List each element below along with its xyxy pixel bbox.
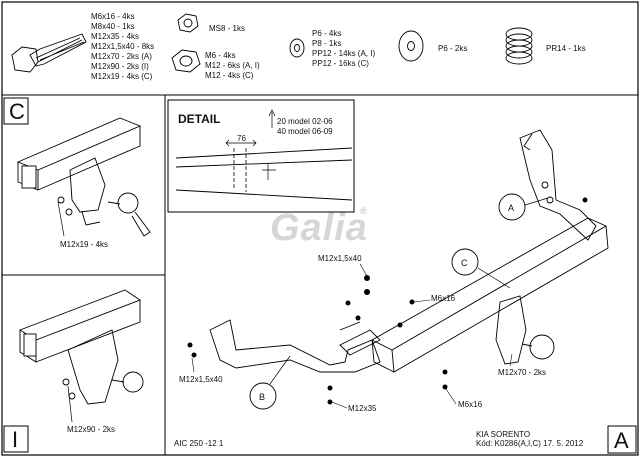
bolt-list-item: M12x19 - 4ks (C): [91, 72, 153, 81]
detail-hole-lines: [233, 148, 247, 192]
washer-large-drawing: [398, 30, 424, 62]
label-m12x1540-left: M12x1,5x40: [179, 375, 223, 384]
main-crossbar-drawing: [209, 129, 609, 373]
corner-box: [607, 425, 637, 454]
label-m12x70: M12x70 - 2ks: [498, 368, 546, 377]
nut-ms8-label: MS8 - 1ks: [209, 24, 245, 33]
washer-list-item: PP12 - 16ks (C): [312, 59, 369, 68]
nut-ms8-drawing: [177, 13, 199, 33]
corner-letter: A: [614, 428, 629, 453]
panel-i-hitch-drawing: [18, 289, 144, 405]
detail-model-1: 20 model 02-06: [277, 117, 333, 126]
bolt-list-item: M12x90 - 2ks (I): [91, 62, 149, 71]
callout-c: C: [461, 258, 468, 268]
panel-i-bolt-label: M12x90 - 2ks: [67, 425, 115, 434]
drawing-number: AIC 250 -12 1: [174, 439, 224, 448]
galia-logo: Galia: [270, 207, 368, 249]
bolt-drawing: [11, 33, 87, 73]
main-bolts-drawing: [187, 197, 588, 405]
callout-a: A: [508, 203, 514, 213]
nut-list-item: M6 - 4ks: [205, 51, 236, 60]
callout-a-circle: [498, 193, 526, 221]
galia-logo-mark: ®: [360, 206, 367, 216]
washer-list-item: P8 - 1ks: [312, 39, 341, 48]
label-m6x16-bottom: M6x16: [458, 400, 483, 409]
panel-c: C M12x19 - 4ks: [3, 97, 151, 249]
bolt-list-item: M12x70 - 2ks (A): [91, 52, 152, 61]
detail-model-2: 40 model 06-09: [277, 127, 333, 136]
callout-b: B: [259, 392, 265, 402]
detail-dimension: 76: [237, 134, 246, 143]
panel-i-letter: I: [12, 427, 18, 452]
callout-b-circle: [249, 382, 277, 410]
label-m12x35: M12x35: [348, 404, 377, 413]
detail-title: DETAIL: [178, 112, 220, 126]
label-m12x1540-top: M12x1,5x40: [318, 254, 362, 263]
washer-list-item: P6 - 4ks: [312, 29, 341, 38]
panel-i: I M12x90 - 2ks: [3, 289, 144, 453]
spring-pr14-label: PR14 - 1ks: [546, 44, 586, 53]
bolt-list-item: M6x16 - 4ks: [91, 12, 135, 21]
washer-list-item: PP12 - 14ks (A, I): [312, 49, 375, 58]
callout-c-circle: [451, 248, 479, 276]
panel-c-letter: C: [9, 99, 25, 124]
detail-box: DETAIL 76 20 model 02-06 40 model 06-09: [167, 99, 355, 213]
washer-small-drawing: [289, 38, 305, 58]
detail-dimension-arrows: [225, 139, 257, 147]
panel-c-hitch-drawing: [16, 117, 151, 237]
nut-list-item: M12 - 4ks (C): [205, 71, 254, 80]
bolt-list-item: M12x35 - 4ks: [91, 32, 139, 41]
detail-bumper-lines: [175, 147, 353, 201]
bolt-list-item: M12x1,5x40 - 8ks: [91, 42, 154, 51]
label-m6x16-top: M6x16: [431, 294, 456, 303]
spring-washer-drawing: [505, 27, 533, 65]
nut-m12-drawing: [171, 49, 201, 73]
washer-p6-label: P6 - 2ks: [438, 44, 467, 53]
nut-list-item: M12 - 6ks (A, I): [205, 61, 260, 70]
bolt-list-item: M8x40 - 1ks: [91, 22, 135, 31]
vehicle-name: KIA SORENTO: [476, 430, 530, 439]
product-code: Kód: K0286(A,I,C) 17. 5. 2012: [476, 439, 584, 448]
panel-c-bolt-label: M12x19 - 4ks: [60, 240, 108, 249]
